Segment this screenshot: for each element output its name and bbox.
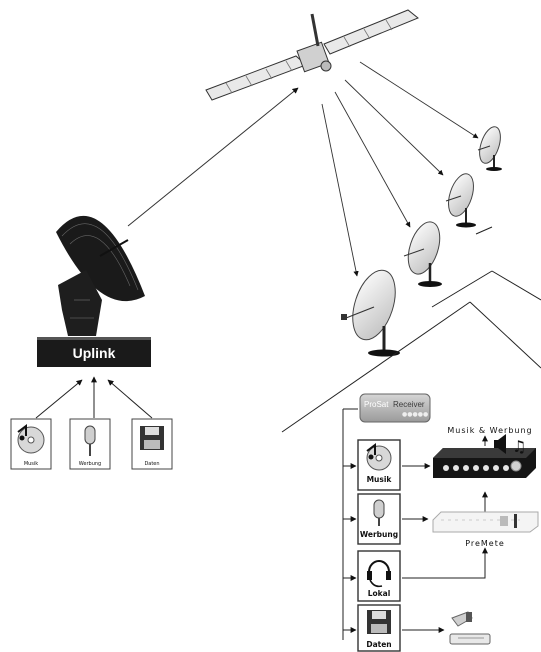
amplifier-icon (433, 448, 536, 478)
svg-text:●●●●●: ●●●●● (402, 411, 428, 418)
data-device-icon (449, 611, 491, 645)
uplink-bar (37, 337, 151, 367)
channel-werbung: Werbung (357, 493, 401, 545)
lokal-to-premete-arrow (402, 547, 488, 579)
microphone-icon (84, 425, 96, 456)
floppy-disk-icon (367, 610, 391, 634)
source-daten: Daten (131, 418, 173, 470)
premete-label: PreMete (465, 539, 505, 548)
channel-daten-label: Daten (366, 640, 391, 649)
receiving-dish-1 (477, 126, 502, 171)
channel-werbung-label: Werbung (360, 530, 398, 539)
source-daten-label: Daten (144, 461, 159, 467)
source-musik: Musik (10, 418, 52, 470)
floppy-disk-icon (140, 426, 164, 450)
source-musik-label: Musik (24, 461, 38, 467)
uplink-label: Uplink (73, 345, 116, 361)
channel-lokal: Lokal (357, 550, 401, 602)
uplink-dish-icon (56, 215, 145, 336)
source-werbung: Werbung (69, 418, 111, 470)
prosat-receiver: ProSat Receiver ●●●●● (359, 393, 431, 423)
speaker-icon (494, 434, 506, 454)
receiver-suffix: Receiver (393, 400, 425, 409)
source-arrow-daten (107, 379, 153, 419)
premete-device-icon (432, 511, 539, 533)
microphone-icon (373, 499, 385, 526)
receiving-dish-4 (341, 269, 400, 357)
music-note-icon: ♫ (512, 437, 526, 456)
source-werbung-label: Werbung (79, 461, 101, 467)
channel-musik-label: Musik (367, 475, 393, 484)
headset-icon (367, 560, 391, 588)
channel-daten: Daten (357, 604, 401, 652)
source-arrow-musik (35, 379, 83, 419)
music-cd-icon (17, 424, 45, 454)
satellite-icon (205, 9, 419, 101)
channel-musik: Musik (357, 439, 401, 491)
downlink-beams (321, 61, 479, 277)
receiver-prefix: ProSat (364, 400, 389, 409)
receiving-dish-2 (445, 173, 476, 228)
uplink-beam (127, 87, 299, 227)
music-cd-icon (366, 443, 392, 471)
house-outline (281, 226, 541, 433)
channel-lokal-label: Lokal (368, 589, 391, 598)
receiving-dish-3 (403, 221, 442, 287)
output-label: Musik & Werbung (447, 426, 532, 435)
